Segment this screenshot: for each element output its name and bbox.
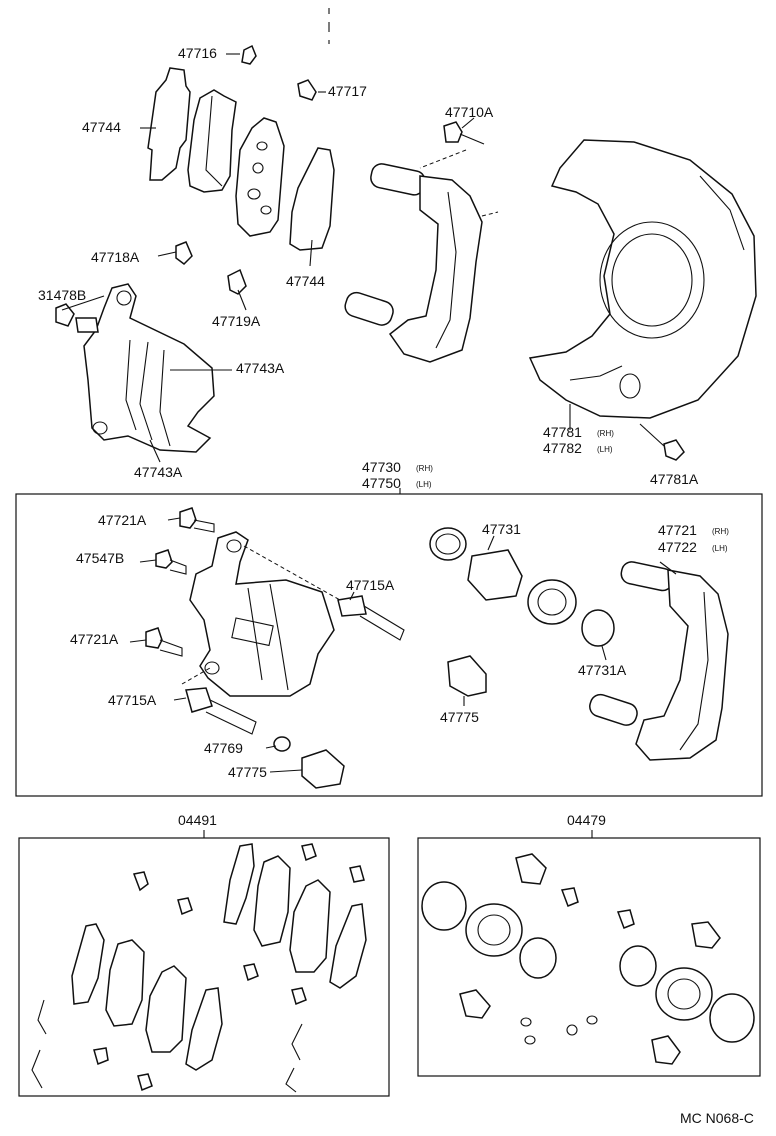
part-label-47781: 47781 <box>543 424 582 440</box>
lh-mark: (LH) <box>416 480 432 489</box>
part-label-47710a: 47710A <box>445 104 494 120</box>
lh-mark: (LH) <box>597 445 613 454</box>
part-label-47775: 47775 <box>228 764 267 780</box>
caliper-assembly-drawing <box>145 507 729 789</box>
kit-label-04491: 04491 <box>178 812 217 828</box>
rh-mark: (RH) <box>597 429 614 438</box>
part-label-47750: 47750 <box>362 475 401 491</box>
part-label-47721a: 47721A <box>98 512 147 528</box>
pad-kit-frame <box>18 837 390 1097</box>
pad-kit-drawing <box>31 843 367 1093</box>
part-label-47743a: 47743A <box>236 360 285 376</box>
torque-plate-drawing <box>344 163 499 363</box>
part-label-47731a: 47731A <box>578 662 627 678</box>
middle-labels: 47721A 47731 47721 (RH) 47722 (LH) 47547… <box>70 512 729 780</box>
seal-kit-frame <box>417 837 761 1077</box>
part-label-47782: 47782 <box>543 440 582 456</box>
part-label-31478b: 31478B <box>38 287 86 303</box>
caliper-assembly-frame <box>15 493 763 797</box>
part-label-47718a: 47718A <box>91 249 140 265</box>
part-label-47715a: 47715A <box>108 692 157 708</box>
part-label-47781a: 47781A <box>650 471 699 487</box>
part-label-47721a: 47721A <box>70 631 119 647</box>
diagram-code: MC N068-C <box>680 1110 754 1126</box>
part-label-47715a: 47715A <box>346 577 395 593</box>
kit-label-04479: 04479 <box>567 812 606 828</box>
part-label-47719a: 47719A <box>212 313 261 329</box>
top-leaders <box>61 53 475 463</box>
middle-leaders <box>129 517 677 773</box>
part-label-47744: 47744 <box>82 119 121 135</box>
seal-kit-drawing <box>421 853 755 1065</box>
part-label-47769: 47769 <box>204 740 243 756</box>
part-label-47730: 47730 <box>362 459 401 475</box>
dust-cover-drawing <box>528 139 757 430</box>
rh-mark: (RH) <box>712 527 729 536</box>
part-label-47721: 47721 <box>658 522 697 538</box>
part-label-47743a: 47743A <box>134 464 183 480</box>
part-label-47717: 47717 <box>328 83 367 99</box>
part-label-47716: 47716 <box>178 45 217 61</box>
lh-mark: (LH) <box>712 544 728 553</box>
part-label-47722: 47722 <box>658 539 697 555</box>
part-label-47775: 47775 <box>440 709 479 725</box>
part-label-47744: 47744 <box>286 273 325 289</box>
part-label-47547b: 47547B <box>76 550 124 566</box>
pad-set-drawing <box>147 44 335 295</box>
top-bolts-drawing <box>419 121 685 461</box>
rh-mark: (RH) <box>416 464 433 473</box>
cylinder-body-drawing <box>55 283 215 453</box>
top-labels: 47716 47717 47744 47710A 47744 47718A 31… <box>38 45 699 491</box>
part-label-47731: 47731 <box>482 521 521 537</box>
